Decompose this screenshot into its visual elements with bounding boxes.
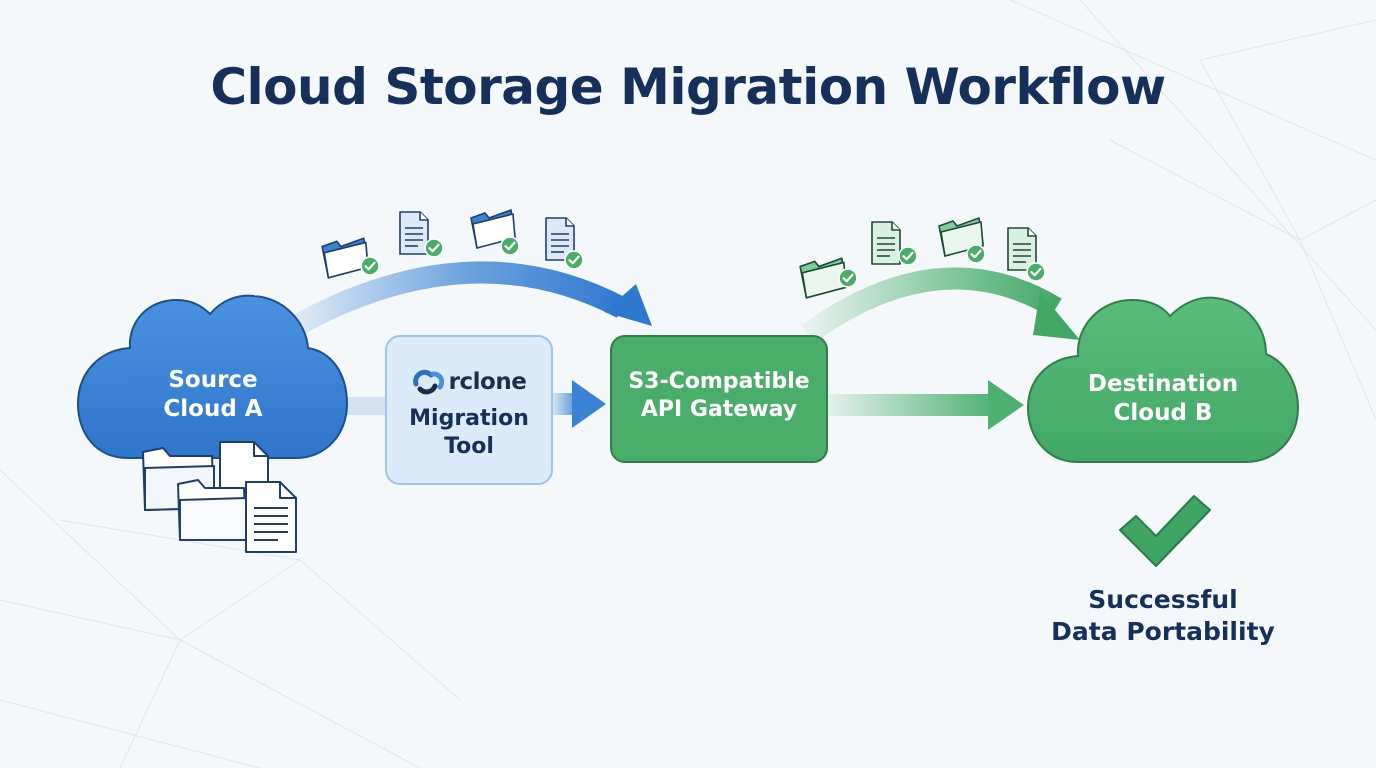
migration-tool-line1: Migration <box>409 406 529 431</box>
rclone-brand-text: rclone <box>448 369 527 395</box>
floating-folder-icon <box>321 237 380 279</box>
floating-folder-icon <box>938 217 986 264</box>
floating-document-icon <box>545 217 584 270</box>
page-title: Cloud Storage Migration Workflow <box>210 58 1166 116</box>
destination-cloud-label: Destination Cloud B <box>1068 370 1258 429</box>
source-files-icon <box>142 441 297 553</box>
destination-cloud-line1: Destination <box>1087 371 1239 397</box>
floating-document-icon <box>1007 227 1046 282</box>
api-gateway-box <box>610 335 828 463</box>
success-line1: Successful <box>1088 585 1238 614</box>
api-gateway-line1: S3-Compatible <box>628 369 810 394</box>
source-cloud-line2: Cloud A <box>163 396 263 423</box>
tool-to-gateway-arrow <box>552 380 606 428</box>
success-line2: Data Portability <box>1051 617 1275 646</box>
source-cloud-label: Source Cloud A <box>128 366 298 425</box>
gateway-to-destination-arrow <box>828 380 1024 430</box>
floating-document-icon <box>871 221 918 266</box>
floating-document-icon <box>399 211 444 258</box>
source-to-gateway-arc-arrow <box>286 261 652 338</box>
source-cloud-line1: Source <box>168 367 258 393</box>
destination-cloud-shape <box>1026 296 1300 463</box>
rclone-brand: rclone <box>386 364 552 400</box>
migration-tool-label: Migration Tool <box>386 405 552 461</box>
migration-tool-line2: Tool <box>444 434 494 460</box>
source-cloud-shape <box>76 294 349 459</box>
gateway-to-destination-arc-arrow <box>801 267 1080 343</box>
destination-cloud-line2: Cloud B <box>1113 400 1213 427</box>
api-gateway-line2: API Gateway <box>640 397 798 423</box>
success-checkmark-icon <box>1119 495 1211 567</box>
success-label: Successful Data Portability <box>1038 584 1288 648</box>
source-to-tool-arrow <box>345 397 387 415</box>
api-gateway-label: S3-Compatible API Gateway <box>611 368 827 424</box>
rclone-logo-icon <box>412 369 444 395</box>
floating-folder-icon <box>799 257 858 299</box>
floating-folder-icon <box>470 209 520 256</box>
